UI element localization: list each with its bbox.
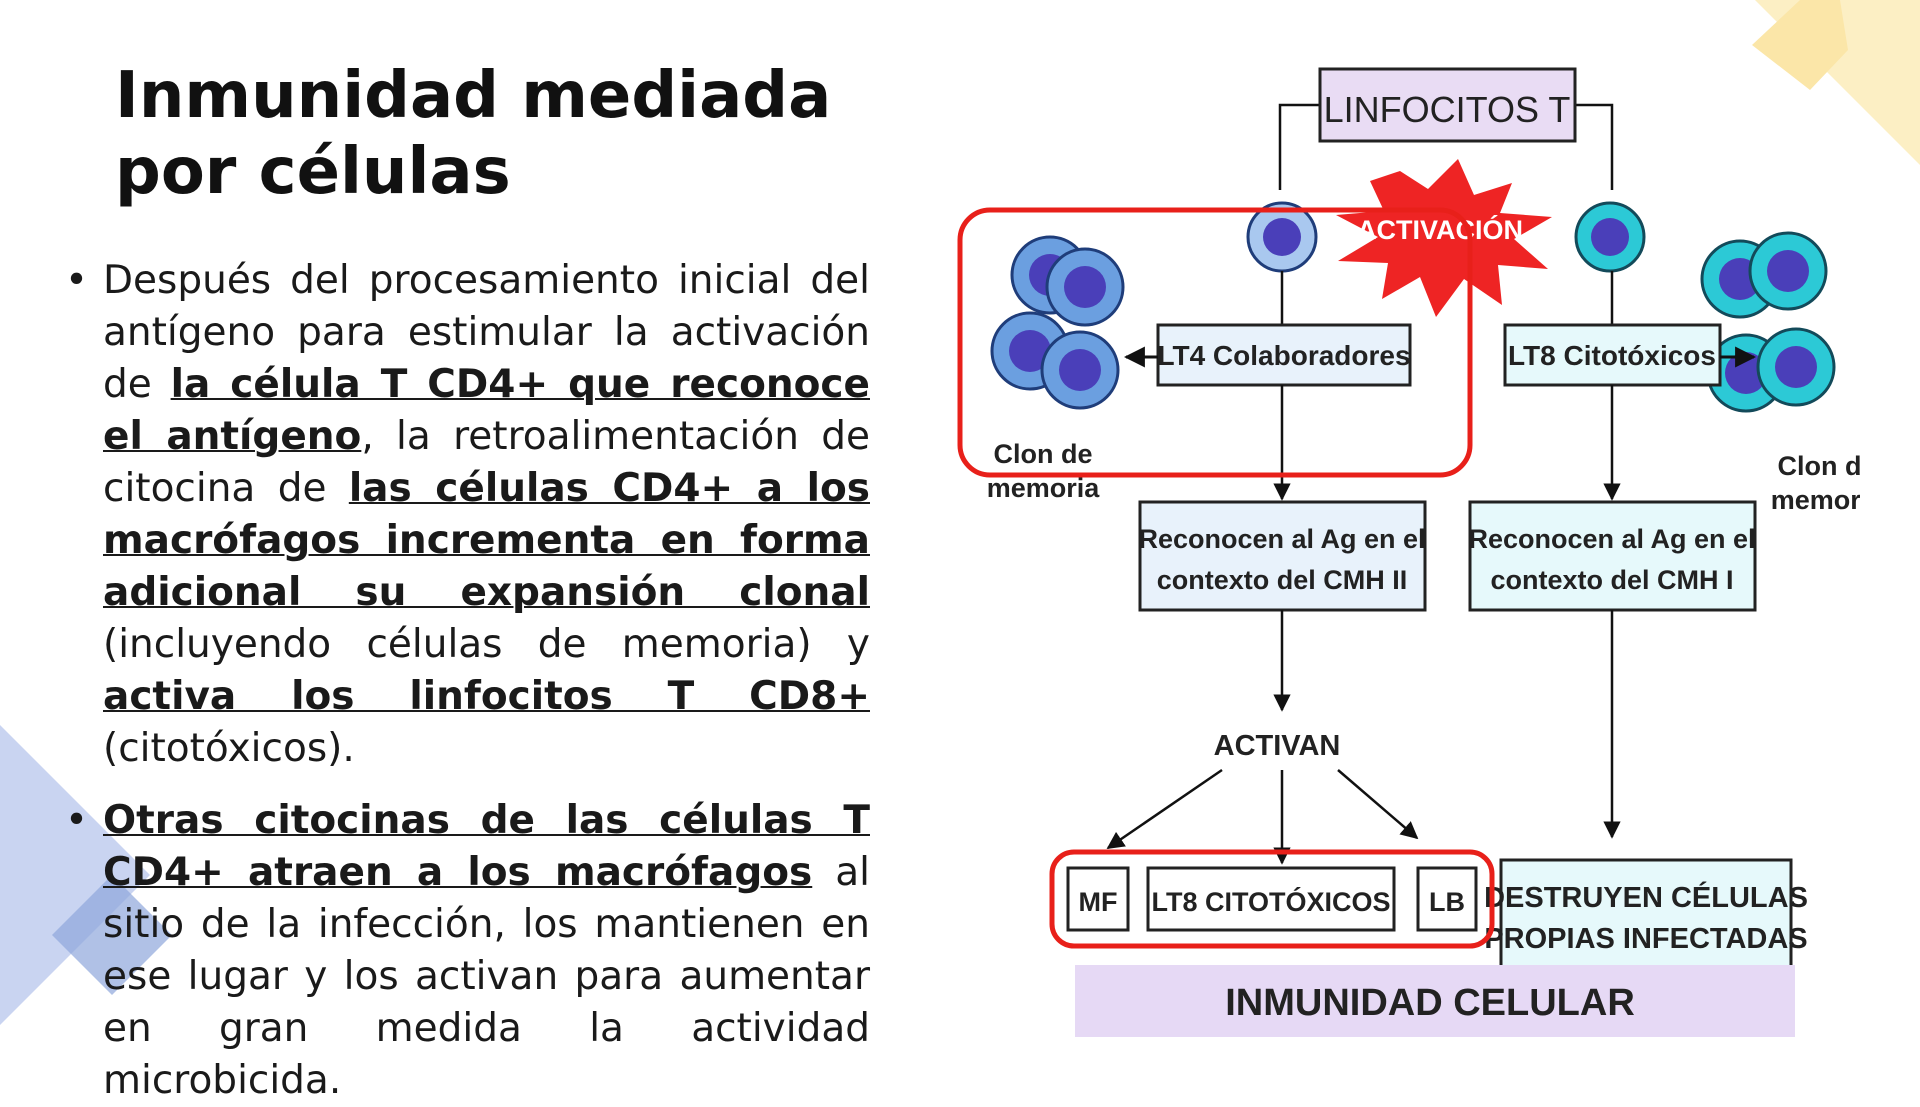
lt8-citotoxicos-label: LT8 CITOTÓXICOS [1151,886,1390,917]
recognition-left-label-1: Reconocen al Ag en el [1138,524,1425,554]
activation-burst: ACTIVACIÓN [1336,159,1552,317]
destroy-label-2: PROPIAS INFECTADAS [1484,923,1807,955]
lt8-label: LT8 Citotóxicos [1508,340,1716,371]
linfocitos-t-box: LINFOCITOS T [1318,67,1577,143]
lt4-cell-icon [1246,201,1318,273]
recognition-right-label-2: contexto del CMH I [1490,565,1733,595]
clone-left-label-1: Clon de [994,439,1093,469]
bullet1-text-1: Después del procesamiento inicial del an… [103,258,870,407]
bullet1-highlight-2: las células CD4+ a los macrófagos increm… [103,466,870,615]
t-cell-diagram: LINFOCITOS T ACTIVACIÓN Clon de memoria … [957,67,1861,1037]
destroy-box: DESTRUYEN CÉLULAS PROPIAS INFECTADAS [1484,858,1808,974]
activan-label: ACTIVAN [1214,730,1341,762]
memory-clone-right-icon [1700,231,1836,413]
mf-label: MF [1079,887,1118,917]
highlight-lt4-group [957,207,1473,478]
footer-band: INMUNIDAD CELULAR [1075,965,1795,1037]
bullet-list: • Después del procesamiento inicial del … [65,255,870,1107]
activation-label: ACTIVACIÓN [1357,214,1523,245]
recognition-right-label-1: Reconocen al Ag en el [1468,524,1755,554]
bullet1-text-2: , la retroalimentación de citocina de [103,414,870,511]
highlight-activated-group [1049,849,1495,949]
highlight-outlines [957,207,1495,949]
lt8-cell-icon [1574,201,1646,273]
bullet2-highlight-1: Otras citocinas de las células T CD4+ at… [103,798,870,895]
bullet-dot: • [65,798,89,843]
bullet2-text-1: al sitio de la infección, los mantienen … [103,850,870,1103]
bullet1-text-4: (citotóxicos). [103,726,355,771]
lt8-citotoxicos-box: LT8 CITOTÓXICOS [1146,866,1396,932]
mf-box: MF [1066,866,1130,932]
lt8-box: LT8 Citotóxicos [1503,323,1722,387]
bullet-dot: • [65,258,89,303]
recognition-left-box: Reconocen al Ag en el contexto del CMH I… [1138,500,1427,612]
linfocitos-t-label: LINFOCITOS T [1324,89,1571,130]
clone-right-label-1: Clon de [1778,451,1861,481]
bullet-item-1: • Después del procesamiento inicial del … [65,255,870,775]
bullet-item-2: • Otras citocinas de las células T CD4+ … [65,795,870,1107]
slide-title: Inmunidad mediada por células [115,59,832,209]
footer-label: INMUNIDAD CELULAR [1225,982,1635,1024]
clone-right-label-2: memoria [1771,485,1860,515]
bullet1-text-3: (incluyendo células de memoria) y [103,622,870,667]
destroy-label-1: DESTRUYEN CÉLULAS [1484,880,1808,914]
lt4-label: LT4 Colaboradores [1157,340,1410,371]
memory-clone-left-icon [990,235,1125,410]
lb-label: LB [1429,887,1465,917]
bullet1-highlight-3: activa los linfocitos T CD8+ [103,674,870,719]
cell-to-box-lines [1280,271,1614,325]
recognition-right-box: Reconocen al Ag en el contexto del CMH I [1468,500,1757,612]
bullet1-highlight-1: la célula T CD4+ que reconoce el antígen… [103,362,870,459]
top-connectors [1278,103,1614,190]
lt4-box: LT4 Colaboradores [1156,323,1412,387]
to-recognition-arrows [1273,385,1621,501]
recognition-left-label-2: contexto del CMH II [1157,565,1408,595]
activation-flow-lines [1106,610,1621,865]
lb-box: LB [1416,866,1478,932]
clone-left-label-2: memoria [987,473,1101,503]
